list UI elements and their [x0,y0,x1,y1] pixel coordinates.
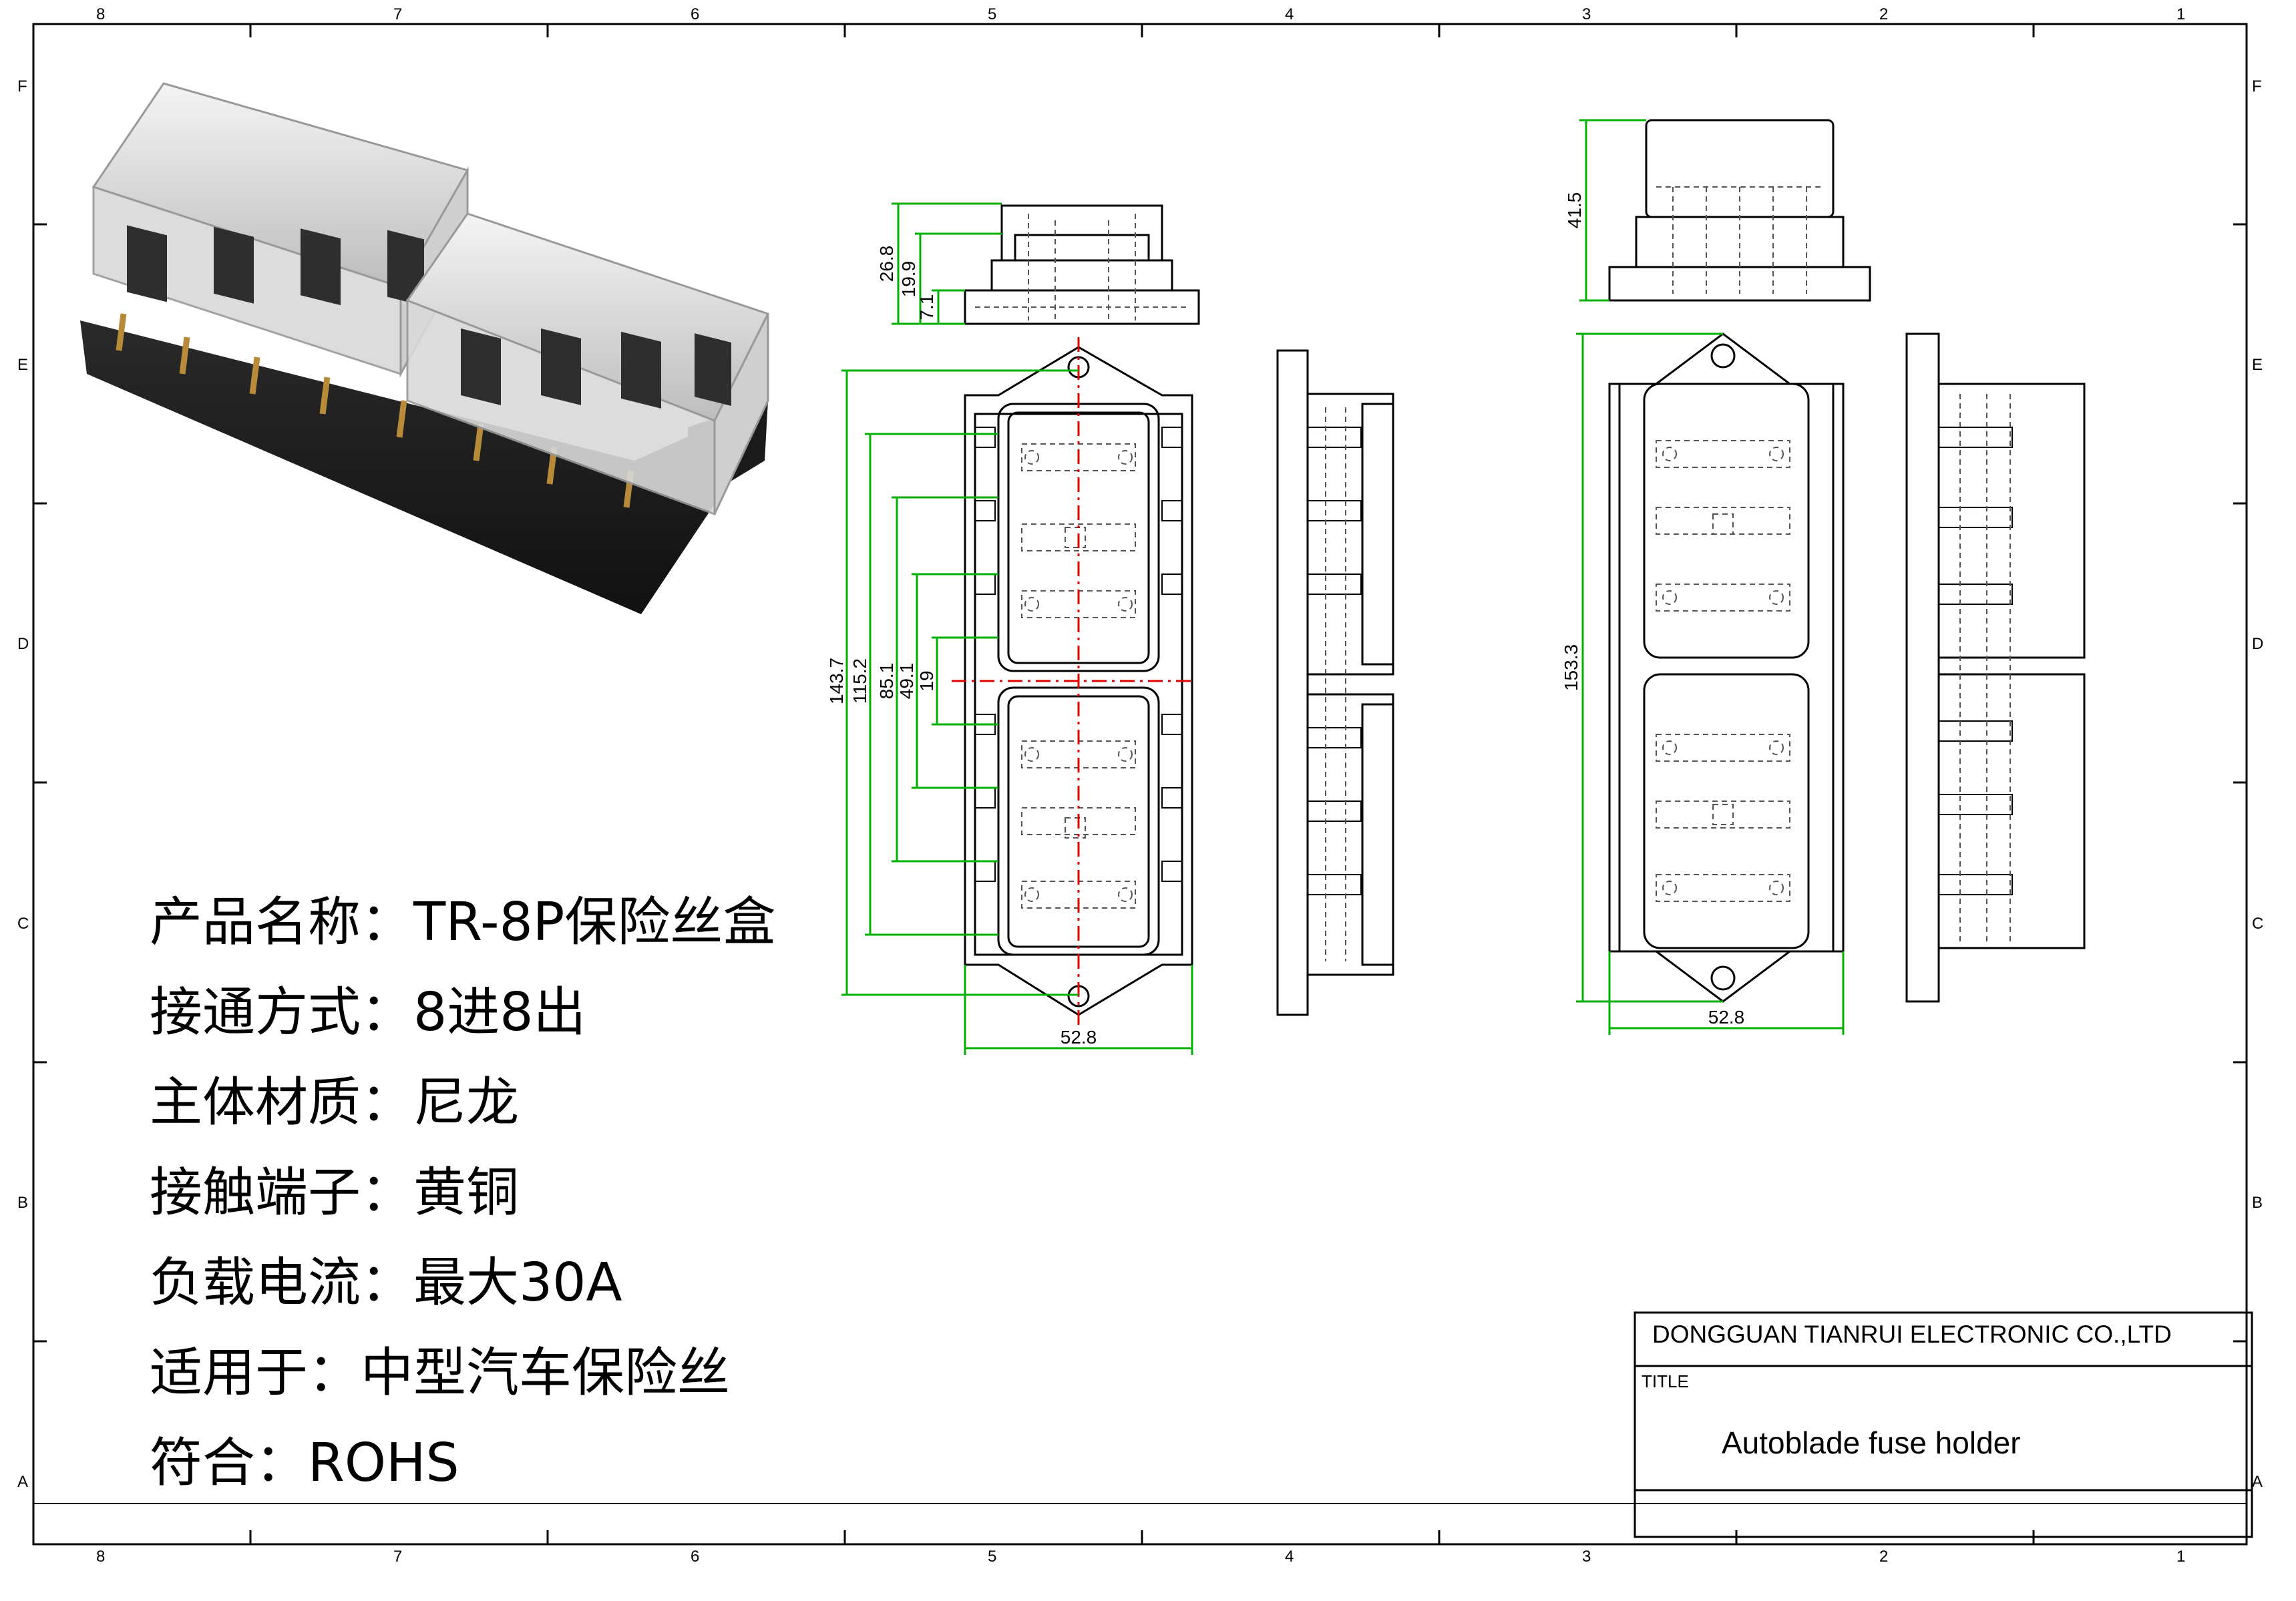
zone-column-label: 4 [1285,5,1294,23]
zone-column-label: 2 [1879,5,1889,23]
zone-row-label: B [17,1194,29,1212]
zone-column-label: 1 [2176,5,2186,23]
spec-line-material: 主体材质：尼龙 [150,1076,519,1129]
centerlines [952,337,1195,1025]
side-view-left [1276,349,1394,1016]
elevation-view-right [1608,119,1871,302]
spec-value: 最大30A [413,1252,622,1313]
dim-rear-width: 52.8 [1708,1007,1745,1027]
title-label: TITLE [1642,1371,1689,1391]
spec-value: 尼龙 [413,1072,519,1133]
spec-label: 产品名称 [150,891,361,953]
dimension-lines [841,119,1845,1055]
dim-plan-85.1: 85.1 [876,663,897,700]
dimension-labels: 26.8 19.9 7.1 143.7 115.2 85.1 49.1 19 5… [826,192,1744,1048]
spec-value: 黄铜 [413,1162,519,1223]
title-block [1634,1311,2253,1538]
zone-row-label: D [17,635,29,653]
spec-value: ROHS [308,1432,459,1494]
zone-column-label: 2 [1879,1548,1889,1566]
spec-label: 负载电流 [150,1252,361,1313]
spec-line-product-name: 产品名称：TR-8P保险丝盒 [150,896,775,949]
zone-column-label: 5 [988,5,997,23]
zone-column-label: 3 [1582,1548,1591,1566]
dim-top-19.9: 19.9 [898,261,919,298]
zone-row-label: C [2252,915,2264,933]
zone-column-label: 8 [96,1548,106,1566]
zone-column-label: 5 [988,1548,997,1566]
dim-plan-width: 52.8 [1061,1027,1097,1048]
zone-row-label: E [17,356,29,374]
product-photo [80,82,770,614]
spec-label: 适用于 [150,1342,308,1403]
dim-plan-143.7: 143.7 [826,658,847,704]
zone-column-label: 4 [1285,1548,1294,1566]
dim-plan-19: 19 [916,670,937,691]
spec-separator: ： [361,1162,413,1223]
spec-value: TR-8P保险丝盒 [413,891,776,953]
spec-separator: ： [361,1072,413,1133]
company-name: DONGGUAN TIANRUI ELECTRONIC CO.,LTD [1652,1321,2172,1348]
elevation-view-left [964,204,1200,325]
spec-line-compliance: 符合：ROHS [150,1437,459,1490]
spec-line-current: 负载电流：最大30A [150,1256,622,1309]
dim-rear-41.5: 41.5 [1564,192,1585,229]
dim-rear-153.3: 153.3 [1561,644,1581,691]
zone-row-label: C [17,915,29,933]
drawing-title: Autoblade fuse holder [1722,1425,2021,1460]
spec-separator: ： [361,1252,413,1313]
zone-row-label: F [2252,77,2262,95]
spec-separator: ： [361,891,413,953]
spec-line-application: 适用于：中型汽车保险丝 [150,1347,730,1399]
spec-line-connection: 接通方式：8进8出 [150,986,586,1039]
zone-column-label: 7 [393,1548,403,1566]
zone-column-label: 8 [96,5,106,23]
zone-column-label: 3 [1582,5,1591,23]
zone-row-label: F [17,77,27,95]
spec-label: 主体材质 [150,1072,361,1133]
spec-value: 8进8出 [413,981,586,1043]
zone-row-label: D [2252,635,2264,653]
zone-row-label: A [2252,1473,2263,1491]
zone-row-label: E [2252,356,2263,374]
spec-value: 中型汽车保险丝 [361,1342,730,1403]
spec-label: 符合 [150,1432,255,1494]
zone-row-label: A [17,1473,29,1491]
dim-top-26.8: 26.8 [876,246,897,282]
plan-view-right [1608,332,1845,1003]
side-view-right [1905,332,2086,1003]
spec-label: 接触端子 [150,1162,361,1223]
spec-separator: ： [361,981,413,1043]
zone-column-label: 7 [393,5,403,23]
dim-plan-115.2: 115.2 [849,658,870,704]
drawing-frame [32,23,2248,1546]
zone-column-label: 6 [691,5,700,23]
spec-separator: ： [255,1432,308,1494]
dim-plan-49.1: 49.1 [896,663,917,700]
spec-separator: ： [308,1342,361,1403]
zone-column-label: 6 [691,1548,700,1566]
zone-column-label: 1 [2176,1548,2186,1566]
dim-top-7.1: 7.1 [916,294,937,320]
spec-line-terminal: 接触端子：黄铜 [150,1166,519,1219]
spec-label: 接通方式 [150,981,361,1043]
zone-row-label: B [2252,1194,2263,1212]
